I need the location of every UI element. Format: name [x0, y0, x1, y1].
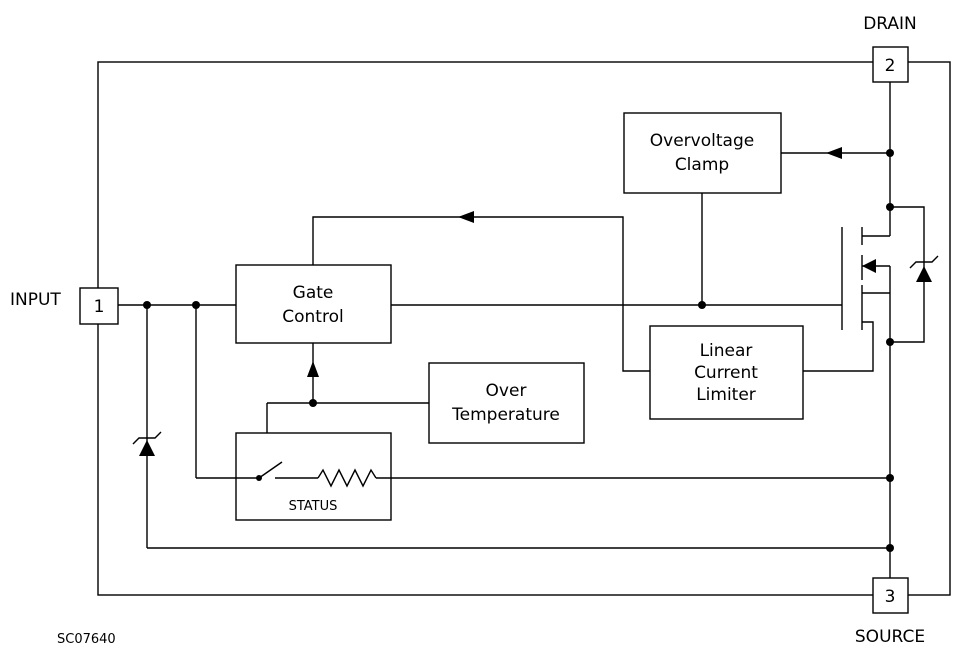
drain-label: DRAIN [863, 14, 917, 34]
source-pin: 3 [872, 577, 909, 614]
linear-current-limiter-block: Linear Current Limiter [649, 325, 804, 420]
input-zener [132, 305, 162, 548]
feedback-arrow [458, 211, 474, 223]
gate-control-line1: Gate [293, 283, 334, 303]
input-pin-number: 1 [94, 297, 105, 317]
limiter-line1: Linear [700, 341, 753, 361]
gate-junction [698, 301, 706, 309]
over-temperature-block: Over Temperature [428, 362, 585, 444]
overtemp-gate-arrow [307, 361, 319, 377]
gate-control-line2: Control [282, 307, 343, 327]
over-temperature-line1: Over [486, 381, 527, 401]
drain-pin: 2 [872, 46, 909, 83]
drain-source-zener [890, 206, 939, 343]
clamp-junction [886, 149, 894, 157]
source-label: SOURCE [855, 627, 925, 647]
overvoltage-clamp-line2: Clamp [675, 155, 729, 175]
input-pin: 1 [79, 287, 119, 325]
status-label: STATUS [289, 499, 338, 514]
status-resistor [317, 468, 377, 488]
mosfet-symbol [841, 207, 891, 330]
overvoltage-clamp-block: Overvoltage Clamp [623, 112, 782, 194]
limiter-feedback-wire [312, 216, 650, 372]
gate-control-block: Gate Control [235, 264, 392, 344]
source-pin-number: 3 [885, 587, 896, 607]
limiter-sense-wire [803, 321, 874, 372]
overvoltage-clamp-line1: Overvoltage [650, 131, 754, 151]
figure-id: SC07640 [57, 632, 116, 647]
over-temperature-line2: Temperature [451, 405, 560, 425]
status-switch [258, 461, 283, 479]
limiter-line3: Limiter [696, 385, 756, 405]
input-label: INPUT [10, 290, 61, 310]
status-source-junction [886, 474, 894, 482]
package-outline [97, 61, 951, 596]
zener-source-junction [886, 544, 894, 552]
drain-pin-number: 2 [885, 56, 896, 76]
limiter-line2: Current [694, 363, 758, 383]
clamp-arrow [826, 147, 842, 159]
